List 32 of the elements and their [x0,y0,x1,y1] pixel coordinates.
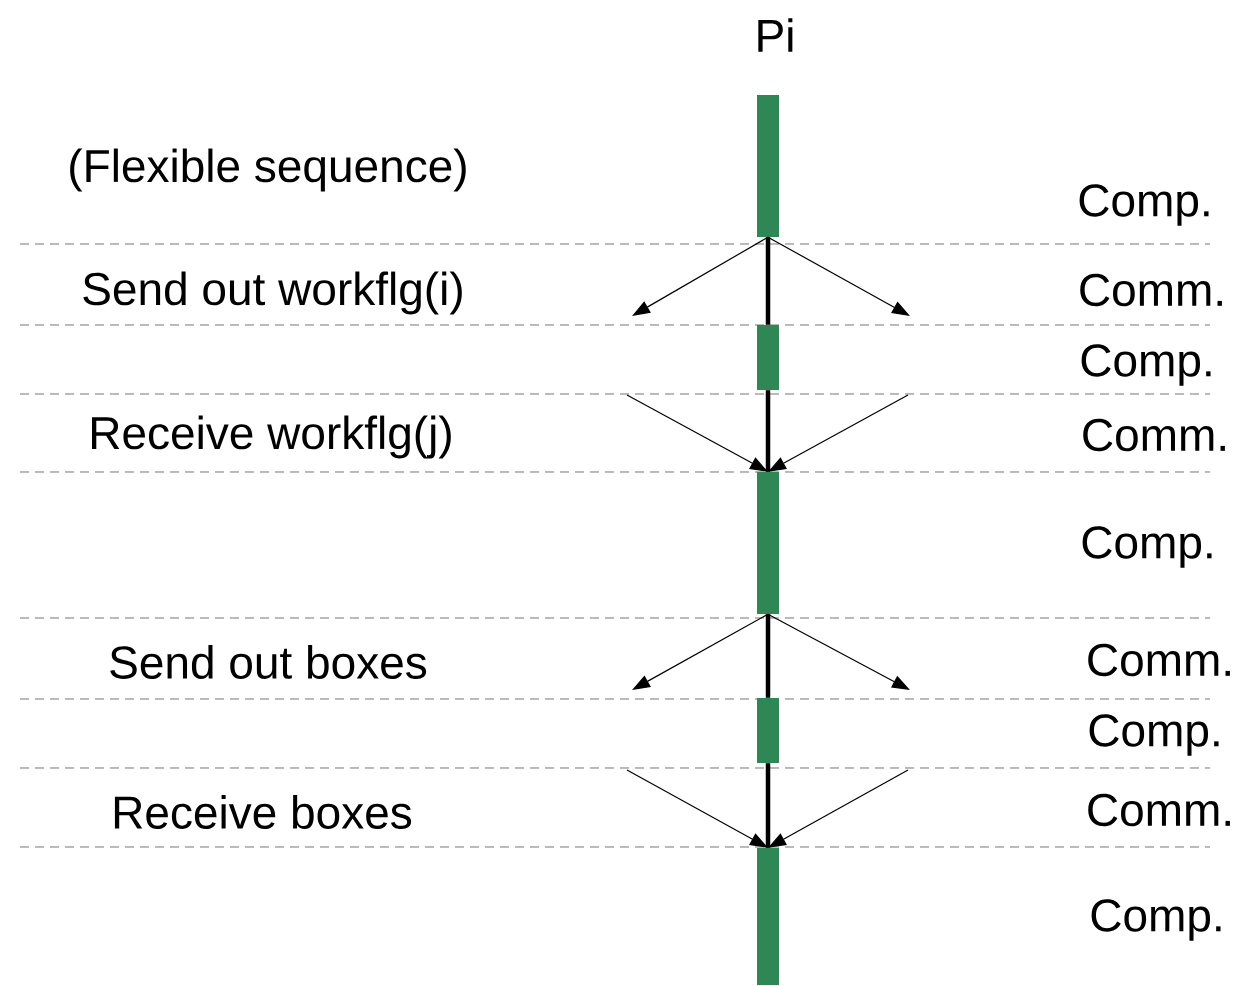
phase-label: Send out boxes [110,645,427,679]
arrow [767,613,910,690]
activity-bar [757,325,779,390]
connector-line [765,763,771,848]
phase-label: Comp. [1081,344,1211,386]
phase-label: Comm. [1080,273,1222,307]
arrow [768,394,909,472]
activity-bar [757,698,779,763]
activity-bar [757,472,779,614]
activity-bar [757,848,779,985]
connector-line [765,390,771,472]
phase-label: Comp. [1089,714,1219,756]
phase-label: Comp. [1079,184,1209,226]
arrow [632,613,769,690]
phase-label: (Flexible sequence) [70,148,466,192]
arrow [632,236,769,316]
arrow [767,236,910,316]
phase-label: Send out workflg(i) [83,271,462,315]
phase-label: Comm. [1088,643,1230,677]
activity-bar [757,95,779,237]
phase-label: Receive workflg(j) [92,415,451,459]
phase-label: Comp. [1091,899,1221,941]
phase-label: Receive boxes [114,795,412,829]
arrow [768,769,909,848]
connector-line [765,614,771,698]
connector-line [765,237,771,325]
phase-label: Comm. [1088,793,1230,827]
title: Pi [758,18,793,52]
phase-label: Comp. [1082,526,1212,568]
phase-label: Comm. [1083,418,1225,452]
arrow [626,394,768,472]
arrow [626,769,768,848]
